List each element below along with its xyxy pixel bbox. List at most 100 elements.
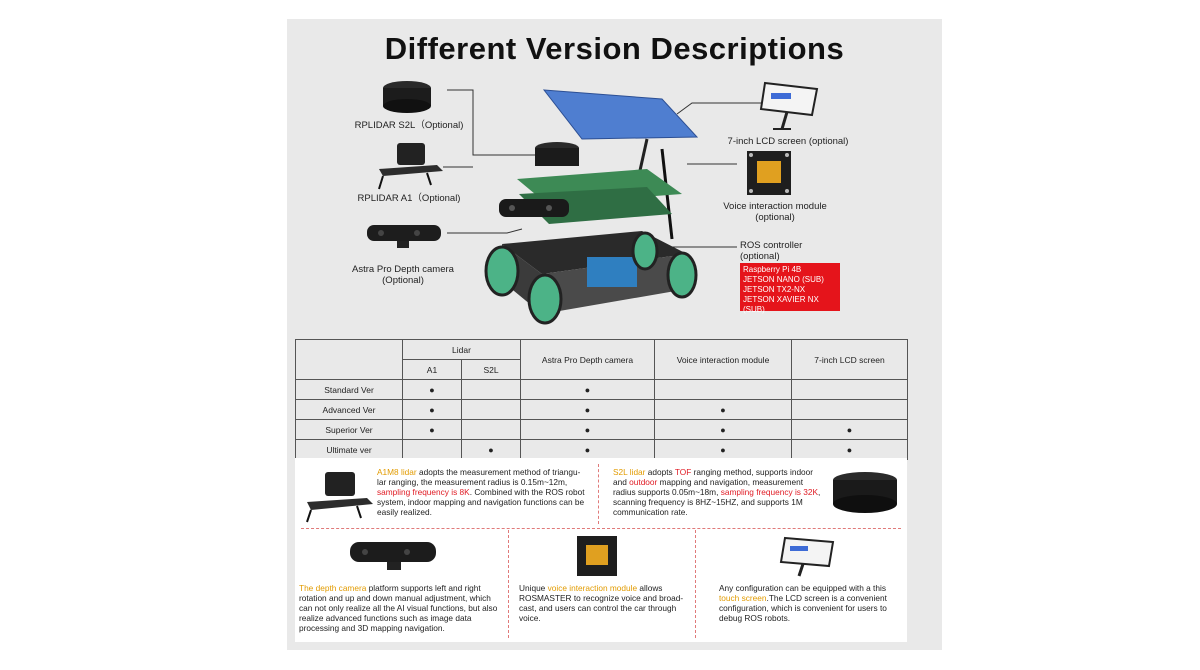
ros-label-line2: (optional) (740, 251, 780, 262)
s2l-lidar-image (833, 472, 897, 513)
dot: ● (520, 439, 655, 460)
voice-module-small-image (577, 536, 617, 576)
robot-car-image (484, 89, 699, 325)
astra-label: Astra Pro Depth camera (Optional) (339, 264, 467, 286)
s2l-text: communication rate. (613, 507, 688, 517)
th-a1: A1 (402, 359, 462, 380)
lcd-text: configuration, which is convenient for u… (719, 603, 887, 613)
voice-module-image (747, 151, 791, 195)
astra-label-line1: Astra Pro Depth camera (352, 264, 454, 275)
lcd-label: 7-inch LCD screen (optional) (727, 136, 849, 147)
empty-cell (654, 379, 792, 400)
voice-label: Voice interaction module (optional) (715, 201, 835, 223)
depth-camera-description: The depth camera platform supports left … (299, 583, 505, 633)
voice-text: ROSMASTER to recognize voice and broad- (519, 593, 684, 603)
ros-label: ROS controller (optional) (740, 240, 802, 262)
a1-lidar-image (306, 472, 373, 523)
th-lcd: 7-inch LCD screen (791, 339, 908, 380)
a1-highlight: sampling frequency is 8K (377, 487, 470, 497)
s2l-text: adopts (645, 467, 675, 477)
row-name: Superior Ver (295, 419, 403, 440)
dot: ● (791, 439, 908, 460)
rplidar-s2l-label: RPLIDAR S2L（Optional) (354, 120, 464, 131)
lcd-text: Any configuration can be equipped with a… (719, 583, 886, 593)
table-subheader-row: A1 S2L (296, 359, 908, 380)
touch-screen-image (779, 536, 835, 577)
dot: ● (791, 419, 908, 440)
lcd-highlight: touch screen (719, 593, 767, 603)
a1-text: . Combined with the ROS robot (469, 487, 585, 497)
camera-text: rotation and up and down manual adjustme… (299, 593, 491, 603)
a1-highlight: A1M8 lidar (377, 467, 417, 477)
dot: ● (402, 379, 462, 400)
rplidar-a1-label: RPLIDAR A1（Optional) (357, 193, 461, 204)
ros-option: Raspberry Pi 4B (743, 265, 802, 274)
th-astra: Astra Pro Depth camera (520, 339, 655, 380)
empty-cell (461, 419, 521, 440)
s2l-lidar-description: S2L lidar adopts TOF ranging method, sup… (613, 467, 835, 517)
ros-options-box: Raspberry Pi 4B JETSON NANO (SUB) JETSON… (740, 263, 840, 314)
s2l-text: ranging method, supports indoor (691, 467, 814, 477)
empty-cell (461, 399, 521, 420)
s2l-text: scanning frequency is 8HZ~15HZ, and supp… (613, 497, 803, 507)
feature-images (306, 472, 897, 577)
page-title: Different Version Descriptions (384, 31, 845, 66)
voice-text: cast, and users can control the car thro… (519, 603, 677, 613)
table-row: Advanced Ver ● ● ● (295, 399, 908, 420)
dot: ● (461, 439, 521, 460)
a1-text: adopts the measurement method of triangu… (416, 467, 581, 477)
depth-camera-image (350, 542, 436, 570)
a1-text: system, indoor mapping and navigation fu… (377, 497, 585, 507)
dot: ● (520, 379, 655, 400)
version-table: Lidar Astra Pro Depth camera Voice inter… (295, 339, 908, 460)
table-header-row: Lidar Astra Pro Depth camera Voice inter… (295, 339, 908, 380)
lcd-text: .The LCD screen is a convenient (766, 593, 887, 603)
voice-text: voice. (519, 613, 541, 623)
a1-text: easily realized. (377, 507, 432, 517)
table-corner (295, 339, 403, 380)
dot: ● (520, 399, 655, 420)
ros-label-line1: ROS controller (740, 240, 803, 251)
s2l-text: radius supports 0.05m~18m, (613, 487, 721, 497)
s2l-highlight: sampling frequency is 32K (720, 487, 818, 497)
th-s2l: S2L (461, 359, 521, 380)
dot: ● (654, 419, 792, 440)
ros-option: JETSON NANO (SUB) (743, 275, 824, 284)
ros-option: JETSON TX2-NX (743, 285, 806, 294)
dot: ● (402, 399, 462, 420)
camera-text: realize advanced functions such as image… (299, 613, 472, 623)
s2l-highlight: S2L lidar (613, 467, 646, 477)
voice-text: allows (637, 583, 663, 593)
product-panel: Different Version Descriptions (287, 19, 942, 650)
s2l-highlight: TOF (674, 467, 692, 477)
camera-text: can not only realize all the AI visual f… (299, 603, 498, 613)
dot: ● (520, 419, 655, 440)
features-section: A1M8 lidar adopts the measurement method… (295, 458, 907, 642)
s2l-text: mapping and navigation, measurement (657, 477, 804, 487)
row-name: Advanced Ver (295, 399, 403, 420)
a1-text: lar ranging, the measurement radius is 0… (377, 477, 568, 487)
voice-module-description: Unique voice interaction module allows R… (519, 583, 691, 623)
voice-highlight: voice interaction module (547, 583, 638, 593)
voice-label-line2: (optional) (755, 212, 795, 223)
camera-text: platform supports left and right (366, 583, 481, 593)
rplidar-a1-image (378, 143, 443, 190)
camera-highlight: The depth camera (299, 583, 367, 593)
dot: ● (654, 399, 792, 420)
s2l-text: , (818, 487, 821, 497)
empty-cell (791, 399, 908, 420)
robot-diagram (367, 81, 819, 325)
table-row: Ultimate ver ● ● ● ● (295, 439, 908, 460)
table-row: Standard Ver ● ● (295, 379, 908, 400)
ros-option: JETSON XAVIER NX (SUB) (743, 295, 819, 314)
camera-text: processing and 3D mapping navigation. (299, 623, 445, 633)
empty-cell (461, 379, 521, 400)
s2l-highlight: outdoor (629, 477, 658, 487)
divider (301, 528, 901, 529)
empty-cell (791, 379, 908, 400)
astra-camera-image (367, 225, 441, 248)
lcd-text: debug ROS robots. (719, 613, 791, 623)
divider (695, 530, 696, 638)
lcd-screen-image (759, 81, 819, 130)
s2l-text: and (613, 477, 630, 487)
